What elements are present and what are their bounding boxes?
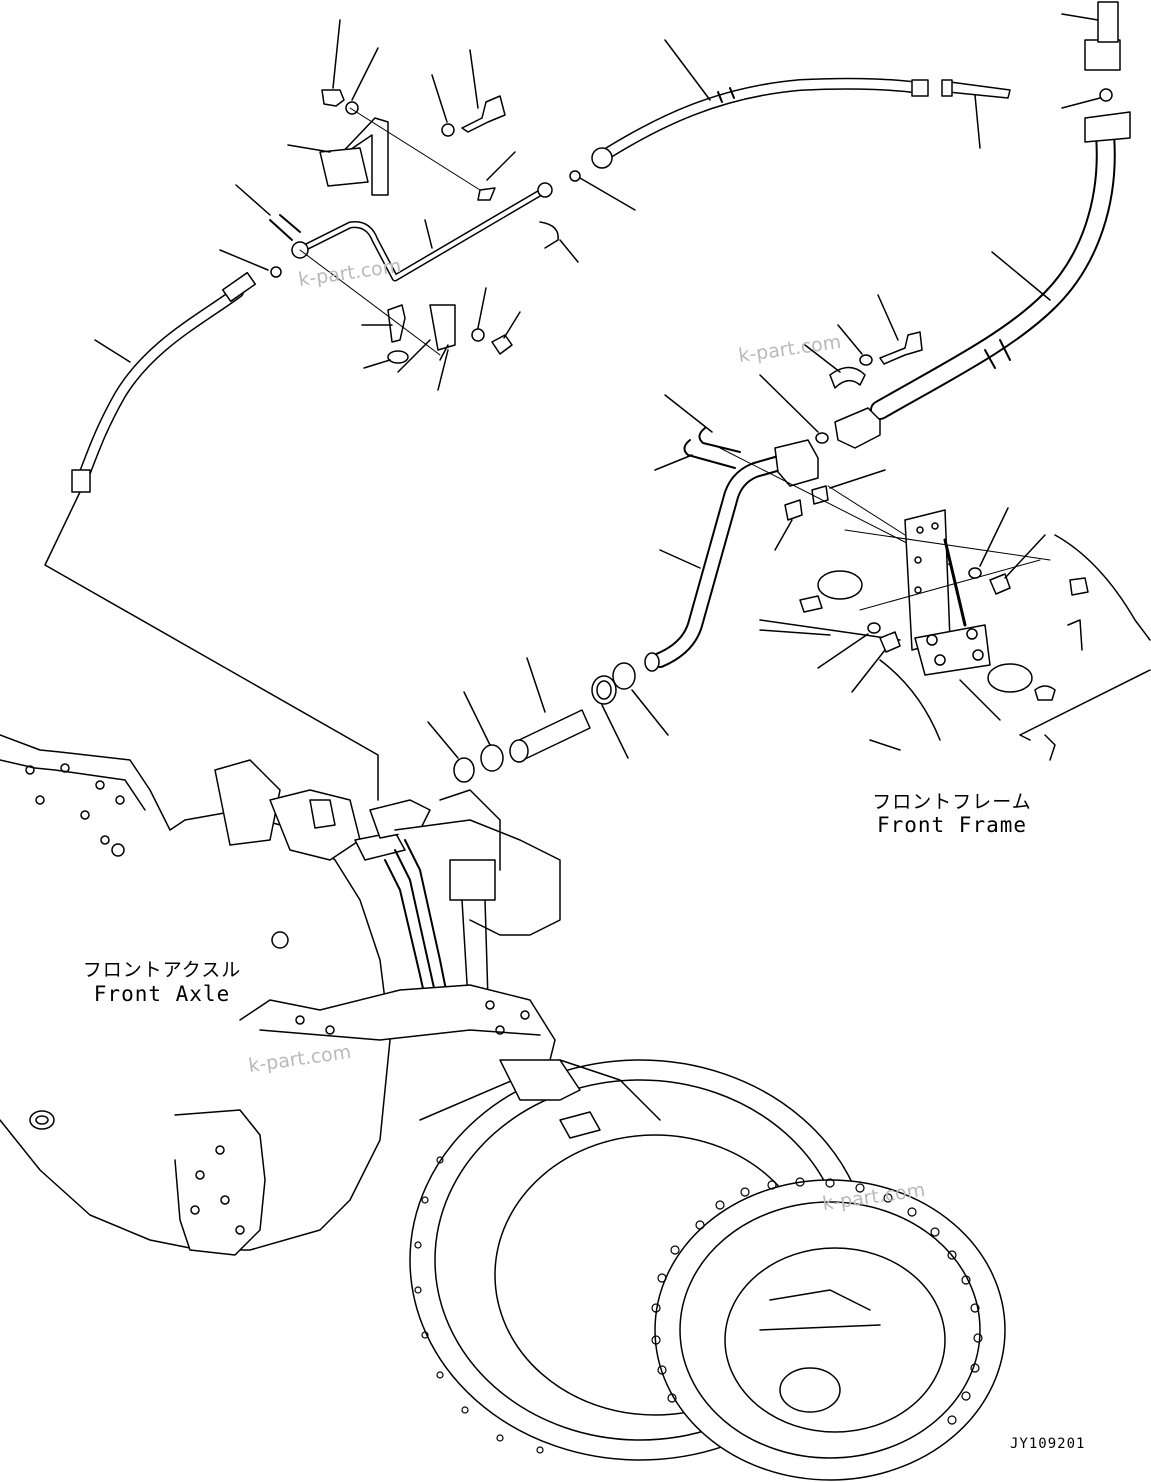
hose-left (44, 271, 379, 801)
fasteners-upper-left (299, 19, 521, 391)
drawing-number: JY109201 (1010, 1436, 1086, 1452)
front-axle-label-en: Front Axle (93, 982, 231, 1006)
front-frame (759, 507, 1151, 761)
front-frame-label-en: Front Frame (876, 813, 1028, 837)
front-axle-label-jp: フロントアクスル (82, 959, 242, 981)
front-frame-label-jp: フロントフレーム (872, 791, 1032, 813)
tube-upper-left (94, 117, 579, 363)
hose-joint (427, 657, 669, 783)
tube-lower-center (644, 394, 951, 672)
front-axle (0, 734, 1006, 1481)
hose-top-center (569, 39, 1011, 211)
hose-right (834, 1, 1131, 449)
fasteners-right (759, 294, 923, 444)
